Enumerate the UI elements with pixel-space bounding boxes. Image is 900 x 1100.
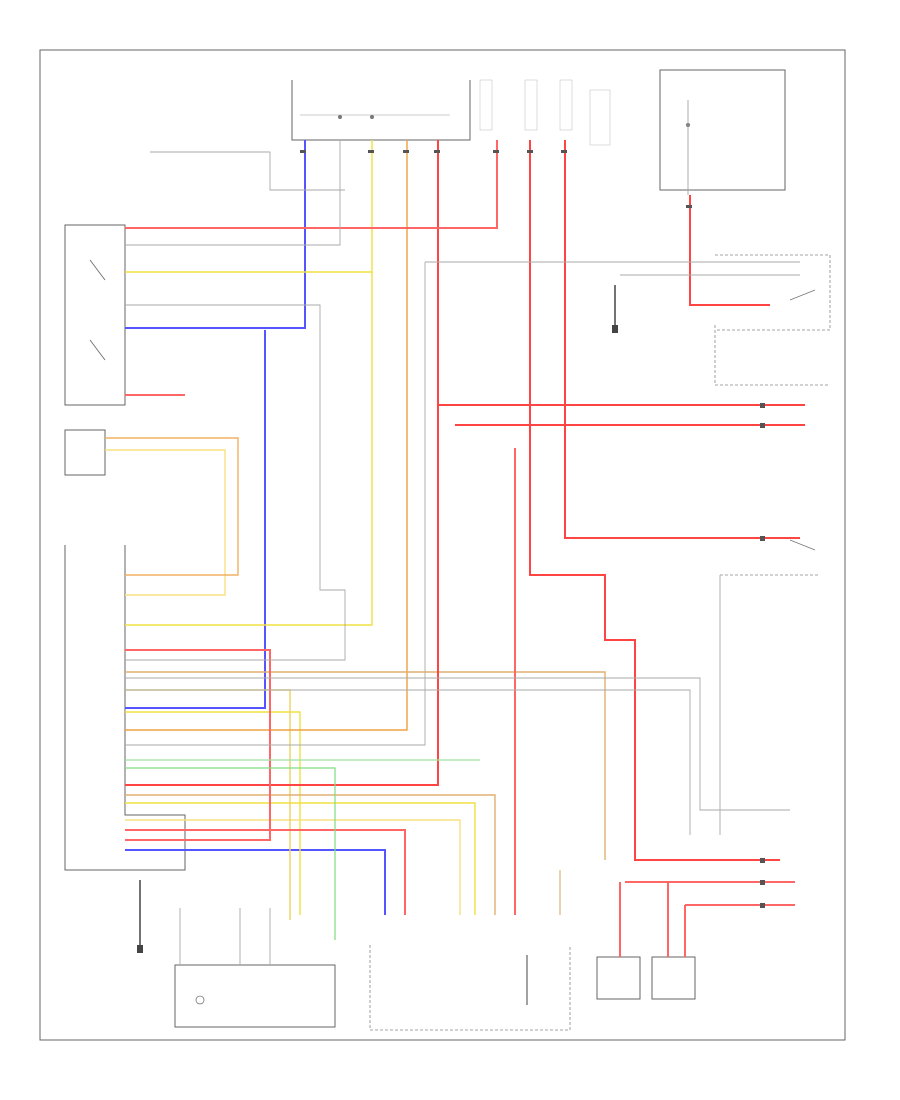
speed-sensor-2 <box>651 956 696 1000</box>
ground-symbols <box>137 285 618 1005</box>
instrument-cluster <box>291 80 471 141</box>
solenoid-valve-assembly <box>369 945 571 1031</box>
speed-sensor-1 <box>596 956 641 1000</box>
top-right-relay-box <box>659 69 786 195</box>
wires-blue <box>125 140 386 915</box>
wires-gray <box>125 140 800 965</box>
transmission-control-module <box>64 545 186 871</box>
wires-yellow <box>105 140 476 920</box>
transmission-range-switch <box>64 224 126 406</box>
fuse-labels-top <box>479 79 611 146</box>
diagram-frame <box>39 49 846 1041</box>
throttle-position-sensor <box>64 429 106 476</box>
wires-red <box>125 140 805 957</box>
connector-ticks <box>300 150 765 908</box>
wires-orange <box>105 140 606 915</box>
wires-green <box>125 759 480 940</box>
park-neutral-switch <box>174 964 336 1028</box>
right-relay-block <box>714 254 831 576</box>
